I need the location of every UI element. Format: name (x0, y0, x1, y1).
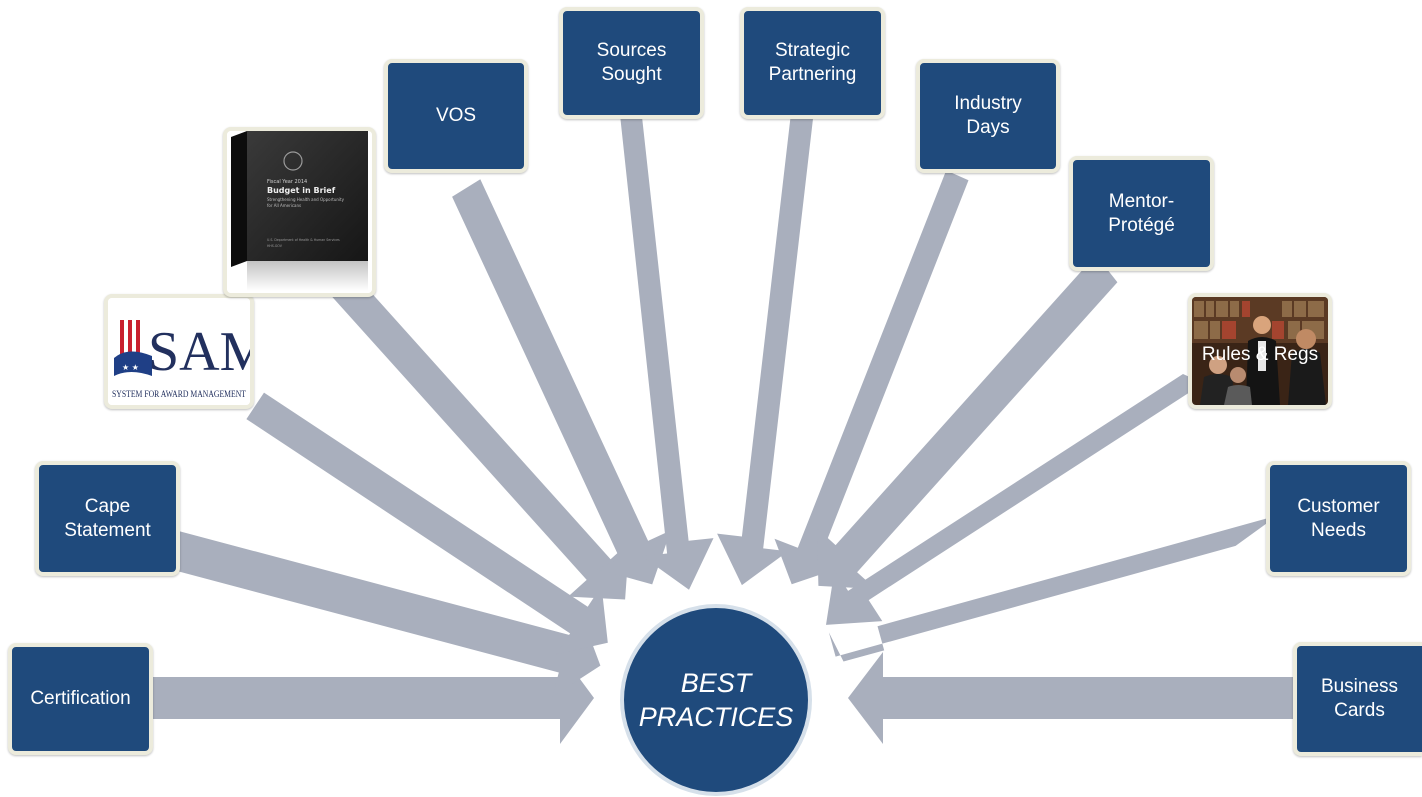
node-certification-label: Certification (30, 688, 131, 709)
sam-wordmark: SAM (148, 321, 250, 383)
node-industry-days: Industry Days (916, 59, 1060, 173)
sam-tagline: SYSTEM FOR AWARD MANAGEMENT (112, 390, 246, 400)
arrow-customer-needs (828, 515, 1278, 662)
node-certification: Certification (8, 643, 153, 755)
node-sources-sought-label: Sources Sought (596, 40, 667, 85)
center-label: BEST PRACTICES (638, 668, 794, 732)
node-business-cards-label: Business Cards (1320, 676, 1399, 721)
node-rules-regs: Rules & Regs (1188, 293, 1332, 409)
budget-book-image: Fiscal Year 2014 Budget in Brief Strengt… (227, 131, 372, 293)
budget-line-6: HHS.GOV (267, 244, 283, 248)
svg-text:★ ★: ★ ★ (122, 363, 139, 372)
sam-logo-image: ★ ★ SAM SYSTEM FOR AWARD MANAGEMENT (108, 298, 250, 405)
arrow-business-cards (848, 652, 1296, 744)
node-strategic-partnering: Strategic Partnering (740, 7, 885, 119)
rules-regs-label: Rules & Regs (1201, 344, 1319, 365)
node-cape-statement-label: Cape Statement (64, 495, 151, 541)
node-sam-logo: ★ ★ SAM SYSTEM FOR AWARD MANAGEMENT (104, 294, 254, 409)
arrow-rules-regs (826, 374, 1204, 625)
node-customer-needs: Customer Needs (1266, 461, 1411, 576)
budget-line-5: U.S. Department of Health & Human Servic… (267, 238, 340, 242)
node-mentor-protege: Mentor- Protégé (1069, 156, 1214, 271)
node-cape-statement: Cape Statement (35, 461, 180, 576)
node-customer-needs-label: Customer Needs (1297, 495, 1380, 541)
arrow-budget-in-brief (332, 275, 630, 600)
node-vos: VOS (384, 59, 528, 173)
node-sources-sought: Sources Sought (559, 7, 704, 119)
budget-line-4: for All Americans (267, 203, 301, 208)
arrow-certification (152, 652, 594, 744)
arrow-mentor-protege (817, 255, 1118, 589)
node-industry-days-label: Industry Days (954, 93, 1022, 138)
arrow-cape-statement (163, 531, 601, 697)
arrow-strategic-partnering (717, 102, 814, 586)
center-best-practices: BEST PRACTICES (620, 604, 812, 796)
budget-line-2: Budget in Brief (267, 186, 336, 195)
node-vos-label: VOS (435, 105, 477, 126)
node-budget-book: Fiscal Year 2014 Budget in Brief Strengt… (223, 127, 376, 297)
rules-regs-photo (1192, 297, 1328, 405)
budget-line-3: Strengthening Health and Opportunity (267, 197, 345, 202)
budget-line-1: Fiscal Year 2014 (267, 179, 307, 185)
node-mentor-protege-label: Mentor- Protégé (1108, 190, 1175, 236)
node-strategic-partnering-label: Strategic Partnering (768, 40, 857, 85)
arrow-sources-sought (619, 108, 714, 590)
node-business-cards: Business Cards (1293, 642, 1422, 756)
arrow-vos (452, 179, 671, 585)
arrow-sam (246, 392, 608, 655)
arrow-industry-days (774, 170, 969, 585)
